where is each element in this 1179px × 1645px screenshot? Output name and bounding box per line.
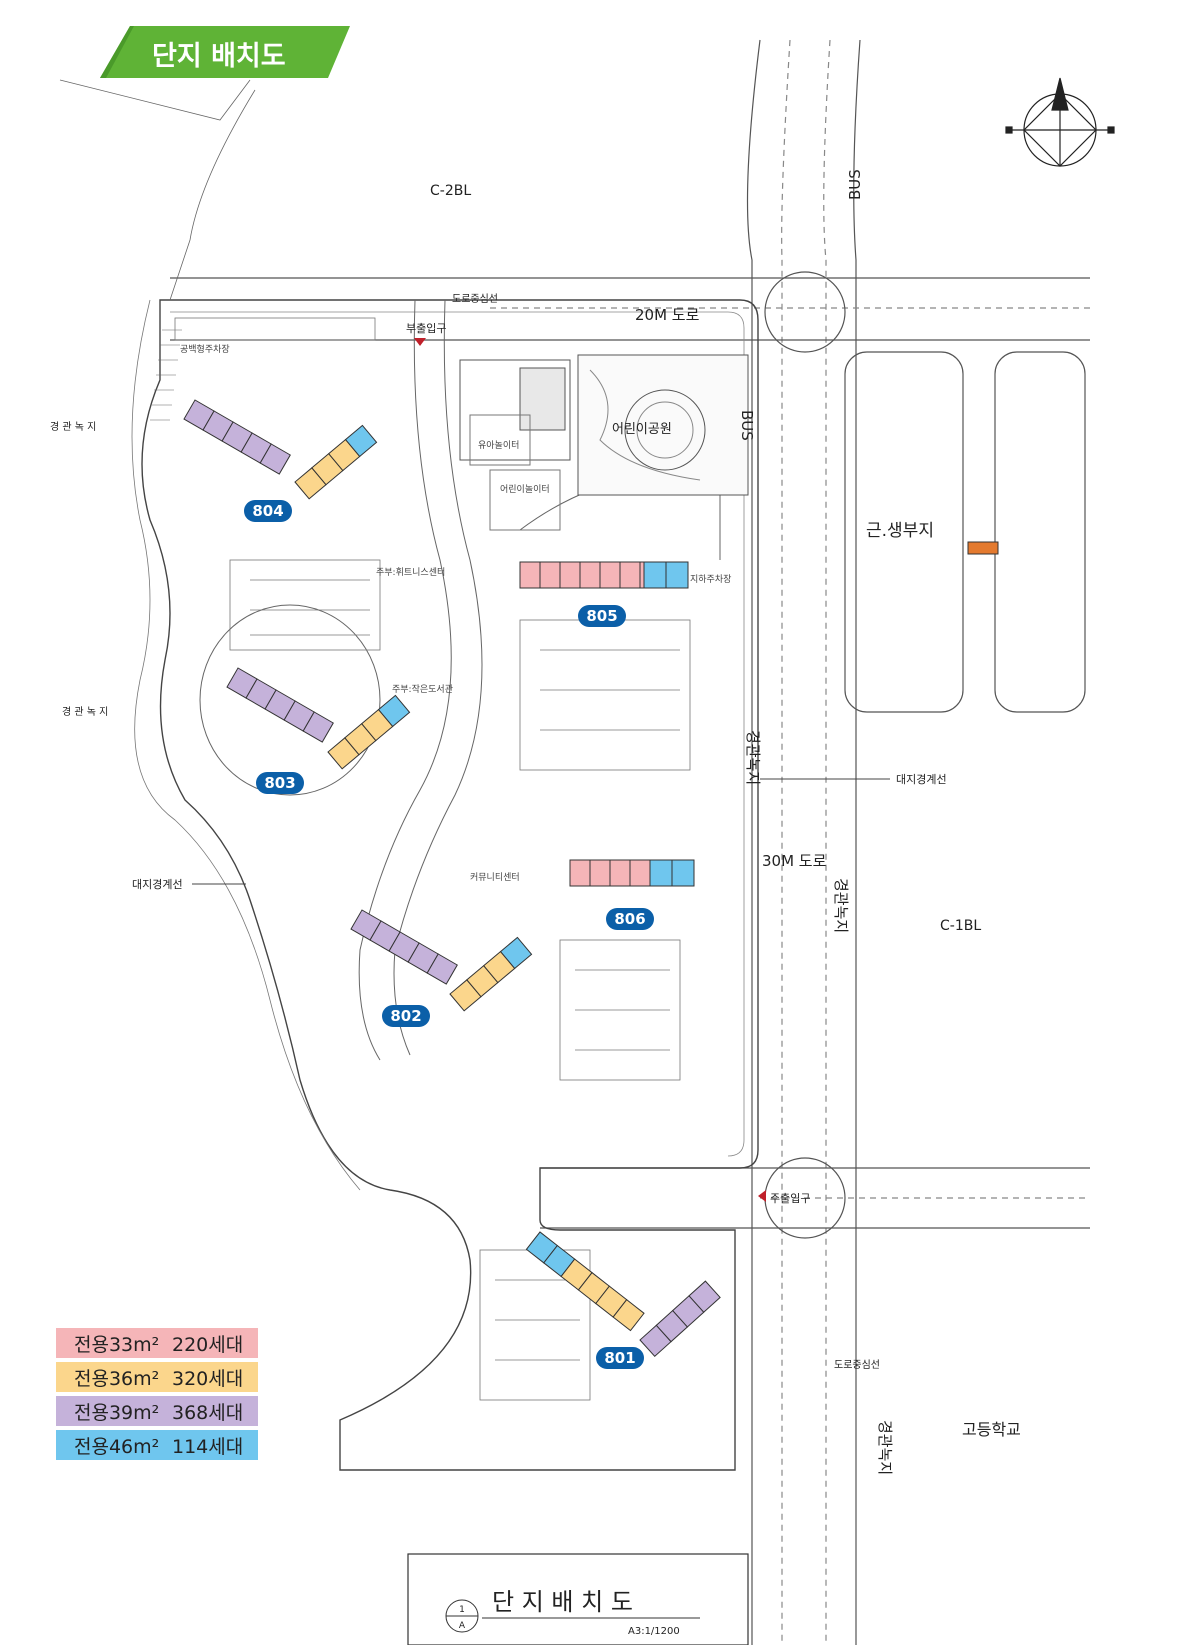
label-c2bl: C-2BL <box>430 183 471 199</box>
label-boundary-right: 대지경계선 <box>896 773 947 786</box>
site-boundary <box>59 79 759 1471</box>
badge-806: 806 <box>606 908 654 930</box>
label-c1bl: C-1BL <box>940 918 981 934</box>
building-801[interactable] <box>525 1231 721 1358</box>
building-805[interactable] <box>519 561 689 589</box>
label-main-entrance: 주출입구 <box>770 1192 810 1205</box>
legend-count-46: 114세대 <box>172 1435 244 1458</box>
legend-row-46: 전용46m² 114세대 <box>56 1430 258 1460</box>
label-landscape-mid: 경관녹지 <box>744 730 762 785</box>
label-park: 어린이공원 <box>612 422 672 437</box>
badge-802: 802 <box>382 1005 430 1027</box>
label-centerline-top: 도로중심선 <box>452 293 498 305</box>
label-landscape-left1: 경 관 녹 지 <box>50 420 96 433</box>
plan-title: 단 지 배 치 도 <box>492 1588 633 1616</box>
label-landscape-right: 경관녹지 <box>832 878 850 933</box>
badge-803-label: 803 <box>264 774 295 792</box>
legend-area-46: 전용46m² <box>74 1435 160 1458</box>
badge-806-label: 806 <box>614 910 645 928</box>
label-underground-parking: 지하주차장 <box>690 573 731 585</box>
sub-entrance-icon <box>414 338 426 346</box>
label-library: 주부:작은도서관 <box>392 684 453 695</box>
badge-801-label: 801 <box>604 1349 635 1367</box>
badge-804: 804 <box>244 500 292 522</box>
legend-row-33: 전용33m² 220세대 <box>56 1328 258 1358</box>
label-landscape-bottom: 경관녹지 <box>876 1420 894 1475</box>
banner-title: 단지 배치도 <box>152 41 286 72</box>
label-bus-mid: BUS <box>738 410 756 441</box>
childrens-park <box>459 354 749 531</box>
label-road-20m: 20M 도로 <box>635 306 700 324</box>
unit-legend: 전용33m² 220세대 전용36m² 320세대 전용39m² 368세대 전… <box>56 1328 258 1464</box>
badge-803: 803 <box>256 772 304 794</box>
legend-count-36: 320세대 <box>172 1367 244 1390</box>
map-labels: C-2BL C-1BL 20M 도로 30M 도로 BUS BUS 도로중심선 … <box>50 169 1021 1475</box>
building-806[interactable] <box>569 859 695 887</box>
legend-row-36: 전용36m² 320세대 <box>56 1362 258 1392</box>
badge-805: 805 <box>578 605 626 627</box>
label-community: 커뮤니티센터 <box>470 872 520 883</box>
badge-801: 801 <box>596 1347 644 1369</box>
roads <box>170 39 1090 1645</box>
label-centerline-bottom: 도로중심선 <box>834 1359 880 1371</box>
building-804[interactable] <box>183 399 378 500</box>
label-bus-top: BUS <box>846 169 864 200</box>
label-daycare: 유아놀이터 <box>478 440 519 451</box>
compass-icon <box>1005 77 1115 167</box>
label-highschool: 고등학교 <box>962 1420 1021 1439</box>
title-block: 1 A 단 지 배 치 도 A3:1/1200 <box>407 1553 749 1645</box>
label-outdoor-parking: 공백형주차장 <box>180 343 230 355</box>
legend-count-33: 220세대 <box>172 1333 244 1356</box>
legend-area-36: 전용36m² <box>74 1367 160 1390</box>
label-playground: 어린이놀이터 <box>500 484 550 495</box>
label-sub-entrance: 부출입구 <box>406 322 446 335</box>
legend-count-39: 368세대 <box>172 1401 244 1424</box>
circle-bottom-text: A <box>459 1621 466 1631</box>
label-landscape-left2: 경 관 녹 지 <box>62 705 108 718</box>
building-803[interactable] <box>226 667 411 770</box>
title-banner: 단지 배치도 <box>100 26 350 78</box>
label-road-30m: 30M 도로 <box>762 852 827 870</box>
badge-804-label: 804 <box>252 502 283 520</box>
banner-shape <box>100 26 350 78</box>
badge-802-label: 802 <box>390 1007 421 1025</box>
label-support-center: 주부:휘트니스센터 <box>376 567 445 578</box>
main-entrance-icon <box>758 1190 766 1202</box>
label-commercial: 근.생부지 <box>866 521 934 541</box>
circle-top-text: 1 <box>459 1605 465 1615</box>
legend-area-33: 전용33m² <box>74 1333 160 1356</box>
label-boundary-left: 대지경계선 <box>132 878 183 891</box>
legend-area-39: 전용39m² <box>74 1401 160 1424</box>
plan-scale: A3:1/1200 <box>628 1626 680 1637</box>
landscape-hatch <box>150 329 182 421</box>
building-802[interactable] <box>350 909 533 1012</box>
badge-805-label: 805 <box>586 607 617 625</box>
legend-row-39: 전용39m² 368세대 <box>56 1396 258 1426</box>
